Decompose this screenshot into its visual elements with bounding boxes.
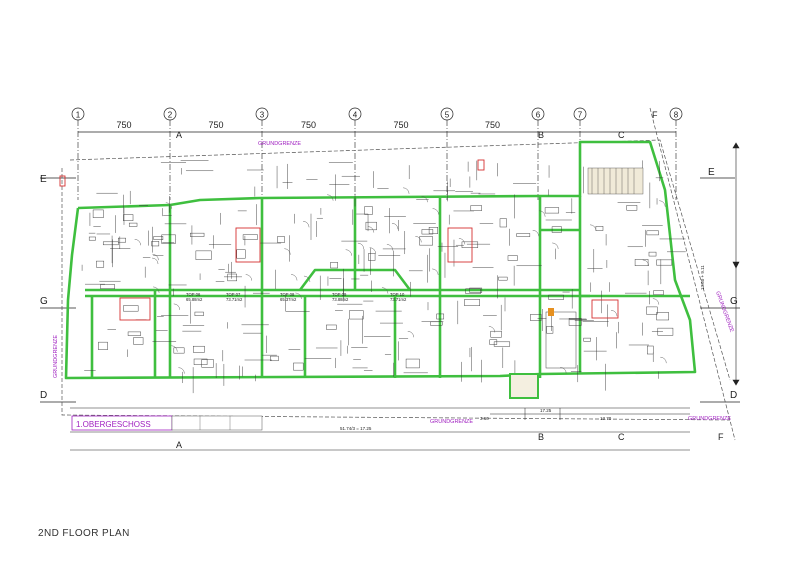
- boundary-label-bottom-right: GRUNDGRENZE: [688, 416, 731, 422]
- vertical-dimension: 13.60 + 9.11: [700, 265, 705, 290]
- unit-name: TOP 06: [186, 292, 201, 297]
- boundary-label-left: GRUNDGRENZE: [53, 335, 59, 378]
- row-label-e-right: E: [708, 167, 715, 178]
- grid-label-7: 7: [578, 111, 583, 120]
- unit-name: TOP 07: [226, 292, 241, 297]
- section-f-bottom: F: [718, 432, 724, 442]
- row-label-g-left: G: [40, 296, 48, 307]
- stair-hatch: [587, 167, 644, 195]
- unit-area: 65.88m2: [186, 297, 203, 302]
- grid-bubble-5: [440, 107, 454, 121]
- property-boundary: [61, 107, 736, 441]
- span-label: 750: [208, 120, 223, 130]
- span-dimension-labels: 750 750 750 750 750: [116, 120, 500, 130]
- span-label: 750: [116, 120, 131, 130]
- floor-label: 1.OBERGESCHOSS: [76, 420, 151, 429]
- grid-bubble-2: [163, 107, 177, 121]
- section-markers: A A B B C C F F: [176, 110, 724, 450]
- unit-name: TOP 08: [280, 292, 295, 297]
- floor-label-box: 1.OBERGESCHOSS: [71, 415, 263, 431]
- grid-label-4: 4: [353, 111, 358, 120]
- building-walls: [64, 140, 697, 380]
- span-label: 750: [301, 120, 316, 130]
- row-label-e-left: E: [40, 174, 47, 185]
- unit-name: TOP 10: [390, 292, 405, 297]
- plan-caption: 2ND FLOOR PLAN: [38, 528, 130, 539]
- span-label: 750: [485, 120, 500, 130]
- row-label-d-right: D: [730, 390, 737, 401]
- grid-label-6: 6: [536, 111, 541, 120]
- grid-bubble-7: [573, 107, 587, 121]
- grid-label-2: 2: [168, 111, 173, 120]
- right-dimension-b: 3.60: [480, 416, 489, 421]
- unit-area: 73.88m2: [332, 297, 349, 302]
- unit-name: TOP 09: [332, 292, 347, 297]
- grid-axis-bubbles: 1 2 3 4 5 6 7 8: [71, 107, 683, 121]
- section-a-top: A: [176, 130, 182, 140]
- span-label: 750: [393, 120, 408, 130]
- interior-detail-lines: [81, 160, 686, 394]
- row-axis-d: D D: [40, 390, 740, 403]
- grid-label-1: 1: [76, 111, 81, 120]
- grid-bubble-6: [531, 107, 545, 121]
- unit-area: 73.71m2: [390, 297, 407, 302]
- section-c-top: C: [618, 130, 625, 140]
- unit-area: 65.37m2: [280, 297, 297, 302]
- grid-label-8: 8: [674, 111, 679, 120]
- row-label-d-left: D: [40, 390, 47, 401]
- overall-dimension: 51.74/3 = 17.25: [340, 426, 372, 431]
- boundary-label-top: GRUNDGRENZE: [258, 141, 301, 147]
- right-dimension-a: 17.25: [540, 408, 552, 413]
- right-dimension-c: 13.70: [600, 416, 612, 421]
- right-dimension-line: [732, 142, 740, 386]
- grid-label-5: 5: [445, 111, 450, 120]
- section-b-top: B: [538, 130, 544, 140]
- row-label-g-right: G: [730, 296, 738, 307]
- grid-bubble-3: [255, 107, 269, 121]
- bottom-dimensions: [70, 407, 690, 451]
- row-axis-e: E E: [40, 167, 735, 185]
- lift-core: [509, 308, 577, 399]
- grid-bubble-4: [348, 107, 362, 121]
- wet-room-markings: [59, 159, 619, 321]
- section-b-bottom: B: [538, 432, 544, 442]
- row-axis-g: G G: [40, 296, 740, 309]
- unit-area: 73.71m2: [226, 297, 243, 302]
- section-c-bottom: C: [618, 432, 625, 442]
- boundary-label-bottom: GRUNDGRENZE: [430, 419, 473, 425]
- grid-bubble-1: [71, 107, 85, 121]
- grid-bubble-8: [669, 107, 683, 121]
- section-f-top: F: [652, 110, 658, 120]
- section-a-bottom: A: [176, 440, 182, 450]
- grid-label-3: 3: [260, 111, 265, 120]
